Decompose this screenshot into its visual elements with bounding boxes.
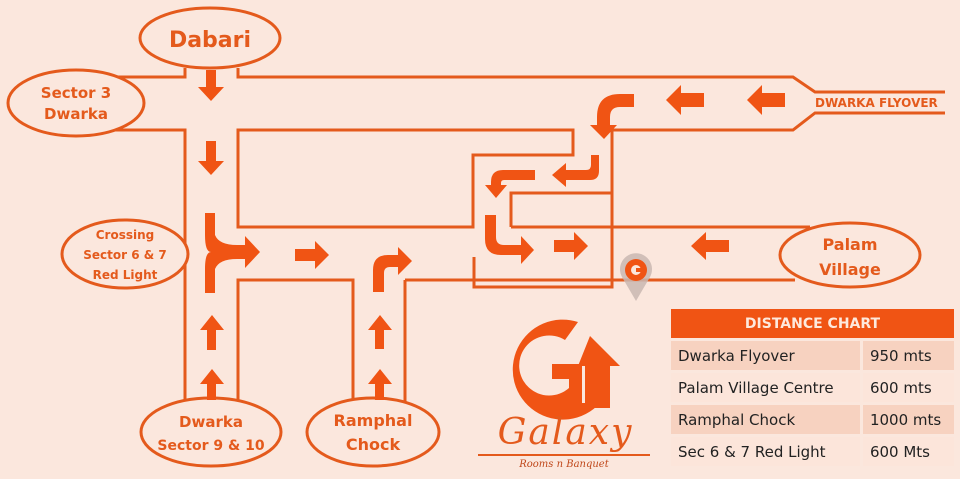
flyover-label: DWARKA FLYOVER: [815, 96, 938, 110]
road-middle-block: [236, 278, 355, 405]
node-sector3[interactable]: Sector 3 Dwarka: [6, 68, 146, 138]
arrow-up-icon: [368, 369, 392, 400]
arrow-up-icon: [200, 315, 224, 350]
node-crossing[interactable]: Crossing Sector 6 & 7 Red Light: [60, 218, 190, 290]
distance-chart-table: DISTANCE CHART Dwarka Flyover 950 mts Pa…: [671, 309, 954, 466]
arrow-left-icon: [666, 85, 704, 115]
svg-text:Sector 6 & 7: Sector 6 & 7: [83, 248, 167, 262]
arrow-up-icon: [368, 315, 392, 349]
svg-text:Dwarka: Dwarka: [44, 105, 108, 123]
arrow-down-icon: [198, 141, 224, 175]
place-cell: Ramphal Chock: [671, 402, 862, 436]
logo-house-arrow-icon: [578, 336, 620, 408]
roads: [110, 68, 945, 405]
logo-g-icon: [512, 319, 600, 420]
distance-chart-title: DISTANCE CHART: [671, 309, 954, 340]
arrow-turn-right-icon: [373, 247, 412, 292]
road-left-edge: [110, 68, 187, 79]
block-center: [236, 128, 575, 229]
table-row: Dwarka Flyover 950 mts: [671, 338, 954, 372]
node-ramphal-chock[interactable]: Ramphal Chock: [305, 396, 441, 468]
road-inner-right: [509, 191, 612, 227]
svg-text:Dabari: Dabari: [169, 28, 251, 53]
distance-cell: 600 Mts: [859, 434, 954, 466]
arrow-left-icon: [691, 232, 729, 260]
place-cell: Dwarka Flyover: [671, 338, 862, 372]
distance-cell: 1000 mts: [859, 402, 954, 436]
arrow-down-icon: [198, 70, 224, 101]
node-dwarka-sector-9-10[interactable]: Dwarka Sector 9 & 10: [139, 396, 283, 468]
arrow-up-icon: [200, 369, 224, 400]
table-row: Ramphal Chock 1000 mts: [671, 402, 954, 436]
road-right-top: [236, 68, 945, 94]
distance-cell: 950 mts: [859, 338, 954, 372]
distance-cell: 600 mts: [859, 370, 954, 404]
place-cell: Palam Village Centre: [671, 370, 862, 404]
svg-text:Sector 3: Sector 3: [41, 84, 111, 102]
arrow-left-icon: [747, 85, 785, 115]
svg-text:Ramphal: Ramphal: [334, 411, 413, 430]
galaxy-logo: [512, 319, 620, 420]
arrow-turn-down-icon: [590, 94, 634, 139]
logo-tagline: Rooms n Banquet: [519, 459, 609, 470]
logo-brand-name: Galaxy: [497, 412, 634, 453]
table-row: Palam Village Centre 600 mts: [671, 370, 954, 404]
arrow-turn-left-icon: [552, 155, 599, 187]
svg-text:Chock: Chock: [346, 435, 401, 454]
arrow-split-right-icon: [205, 213, 260, 293]
location-nodes: Dabari Sector 3 Dwarka Crossing Sector 6…: [6, 6, 938, 468]
direction-arrows: [198, 70, 785, 400]
svg-text:Palam: Palam: [822, 235, 877, 254]
place-cell: Sec 6 & 7 Red Light: [671, 434, 862, 466]
road-left-edge-lower: [110, 128, 187, 405]
table-row: Sec 6 & 7 Red Light 600 Mts: [671, 434, 954, 466]
arrow-turn-down-icon: [485, 170, 535, 198]
logo-divider: [478, 454, 650, 456]
arrow-turn-right-icon: [485, 215, 534, 264]
svg-text:Red Light: Red Light: [93, 268, 158, 282]
node-dabari[interactable]: Dabari: [138, 6, 282, 70]
svg-text:Crossing: Crossing: [96, 228, 155, 242]
arrow-right-icon: [295, 241, 329, 269]
svg-text:Dwarka: Dwarka: [179, 413, 243, 431]
svg-text:Sector 9 & 10: Sector 9 & 10: [157, 438, 264, 454]
arrow-right-icon: [554, 232, 588, 260]
location-pin-icon[interactable]: [620, 253, 652, 301]
node-palam-village[interactable]: Palam Village: [778, 221, 922, 289]
svg-text:Village: Village: [819, 260, 881, 279]
